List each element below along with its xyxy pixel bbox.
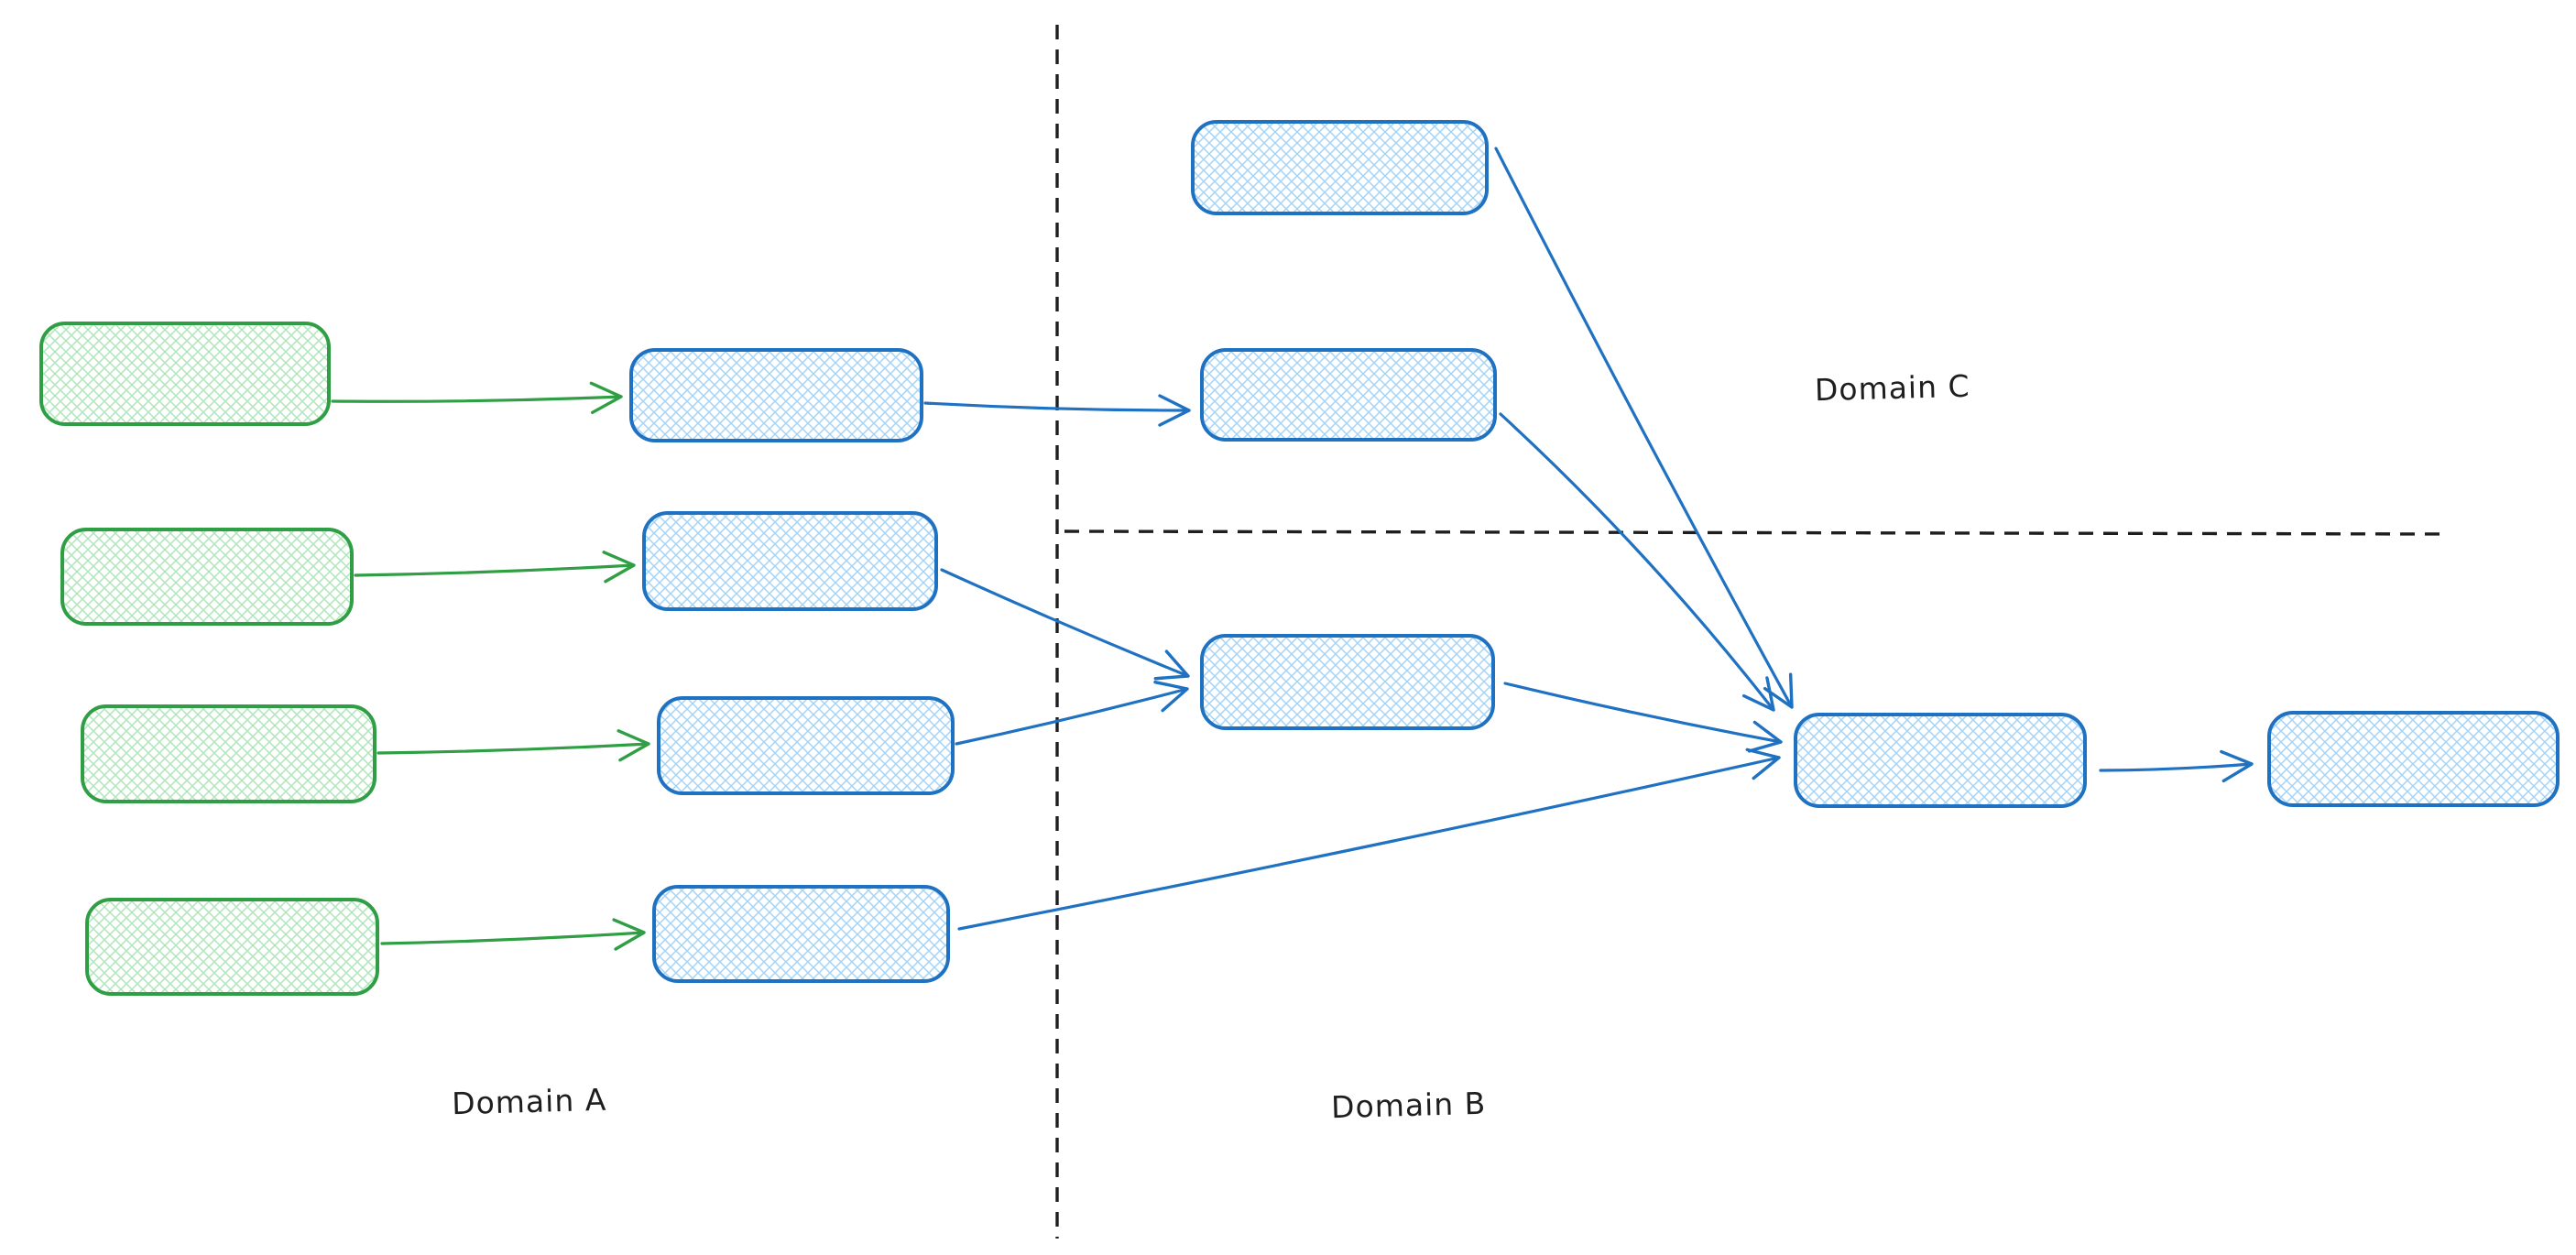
- edge-source3-to-stage-a3[interactable]: [377, 729, 650, 762]
- node-stage-a-1[interactable]: [629, 348, 923, 442]
- edge-stage-a4-to-hub[interactable]: [957, 748, 1781, 931]
- edge-stage-a2-to-stage-b2[interactable]: [940, 568, 1190, 681]
- node-stage-a-3[interactable]: [657, 696, 955, 795]
- edge-domain-c-to-hub[interactable]: [1494, 147, 1794, 709]
- node-source-2[interactable]: [60, 528, 354, 626]
- node-output-node[interactable]: [2267, 711, 2560, 807]
- node-domain-c-node[interactable]: [1191, 120, 1489, 215]
- edge-source2-to-stage-a2[interactable]: [354, 551, 636, 584]
- nodes-layer: [39, 120, 2560, 996]
- edge-source4-to-stage-a4[interactable]: [380, 918, 646, 951]
- horizontal-divider[interactable]: [1064, 529, 2449, 536]
- labels-layer: Domain A Domain B Domain C: [452, 368, 1970, 1125]
- node-stage-b-2[interactable]: [1200, 634, 1495, 730]
- dividers-layer: [1055, 25, 2449, 1239]
- edge-hub-to-output[interactable]: [2099, 749, 2254, 783]
- edge-stage-b1-to-hub[interactable]: [1499, 412, 1775, 712]
- node-stage-b-1[interactable]: [1200, 348, 1497, 442]
- node-stage-a-4[interactable]: [652, 885, 950, 983]
- node-hub-node[interactable]: [1794, 713, 2087, 808]
- domain-a-label[interactable]: Domain A: [452, 1082, 607, 1121]
- edge-source1-to-stage-a1[interactable]: [331, 381, 623, 415]
- node-source-4[interactable]: [85, 898, 379, 996]
- node-source-1[interactable]: [39, 322, 331, 426]
- edge-stage-b2-to-hub[interactable]: [1503, 682, 1783, 753]
- node-stage-a-2[interactable]: [642, 511, 938, 611]
- edge-stage-a3-to-stage-b2[interactable]: [955, 680, 1189, 746]
- domain-c-label[interactable]: Domain C: [1814, 368, 1970, 408]
- edges-layer: [331, 147, 2254, 951]
- domain-b-label[interactable]: Domain B: [1331, 1086, 1487, 1125]
- node-source-3[interactable]: [81, 704, 377, 803]
- edge-stage-a1-to-stage-b1[interactable]: [923, 394, 1191, 427]
